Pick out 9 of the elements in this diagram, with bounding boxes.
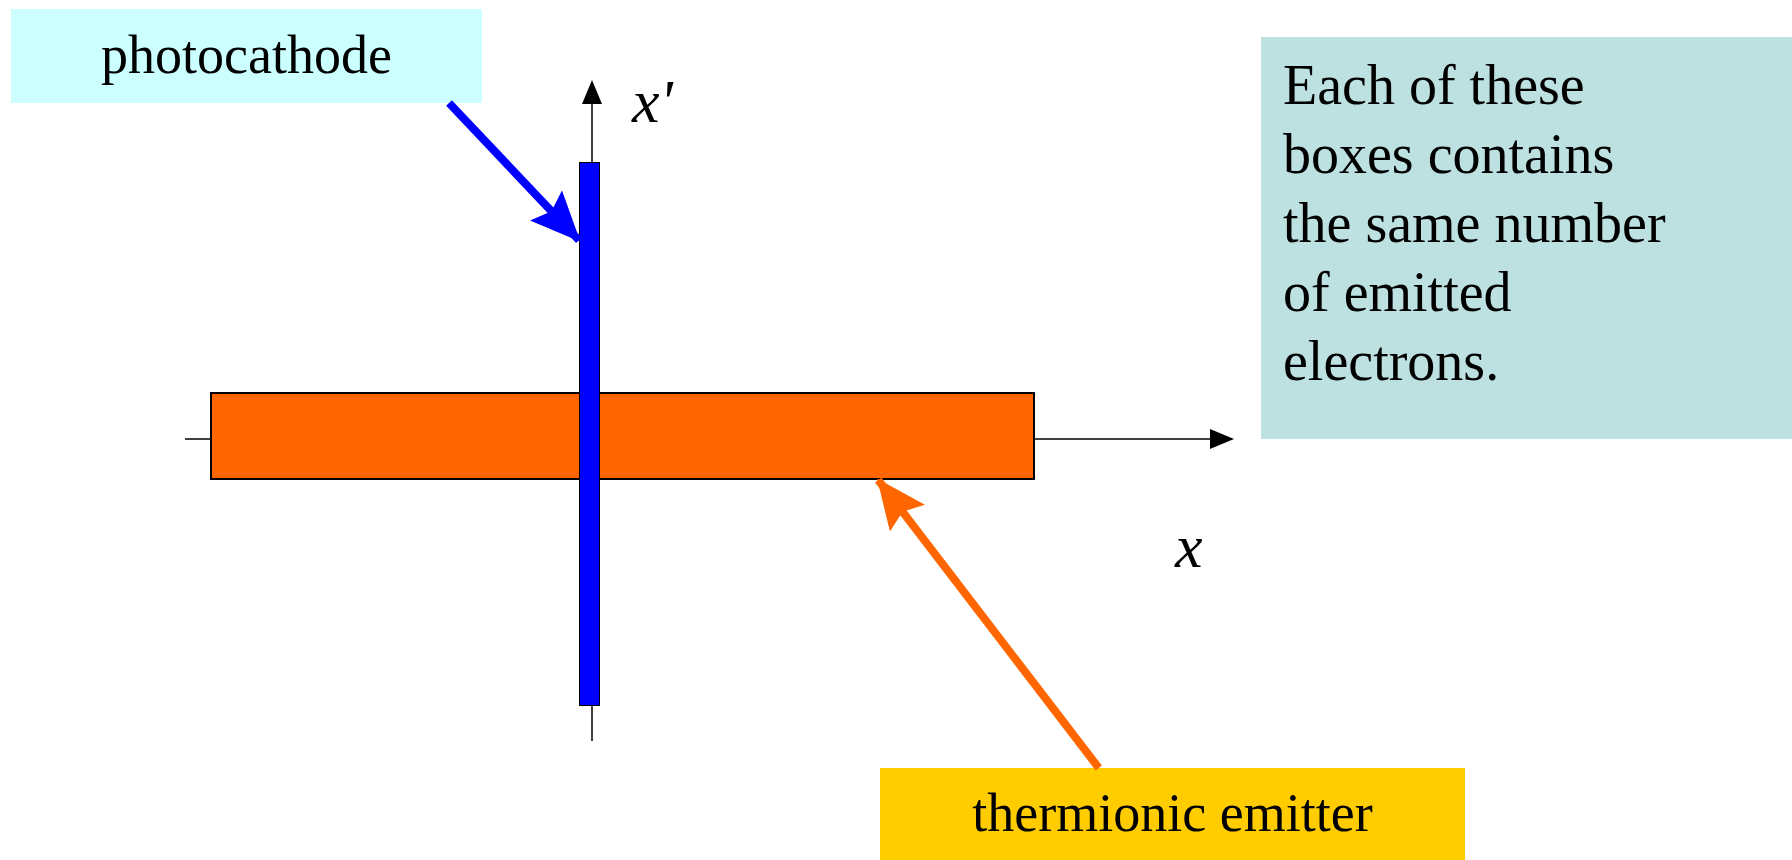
label-box: photocathode xyxy=(11,9,482,103)
arrow xyxy=(446,100,582,244)
axis-label: x xyxy=(1175,515,1203,577)
photocathode-bar xyxy=(579,162,600,706)
note-box: Each of these boxes contains the same number of emitted electrons. xyxy=(1261,37,1792,439)
emitter-box xyxy=(210,392,1035,480)
arrow xyxy=(875,477,1102,771)
axis-label: x' xyxy=(632,70,673,132)
label-box: thermionic emitter xyxy=(880,768,1465,860)
